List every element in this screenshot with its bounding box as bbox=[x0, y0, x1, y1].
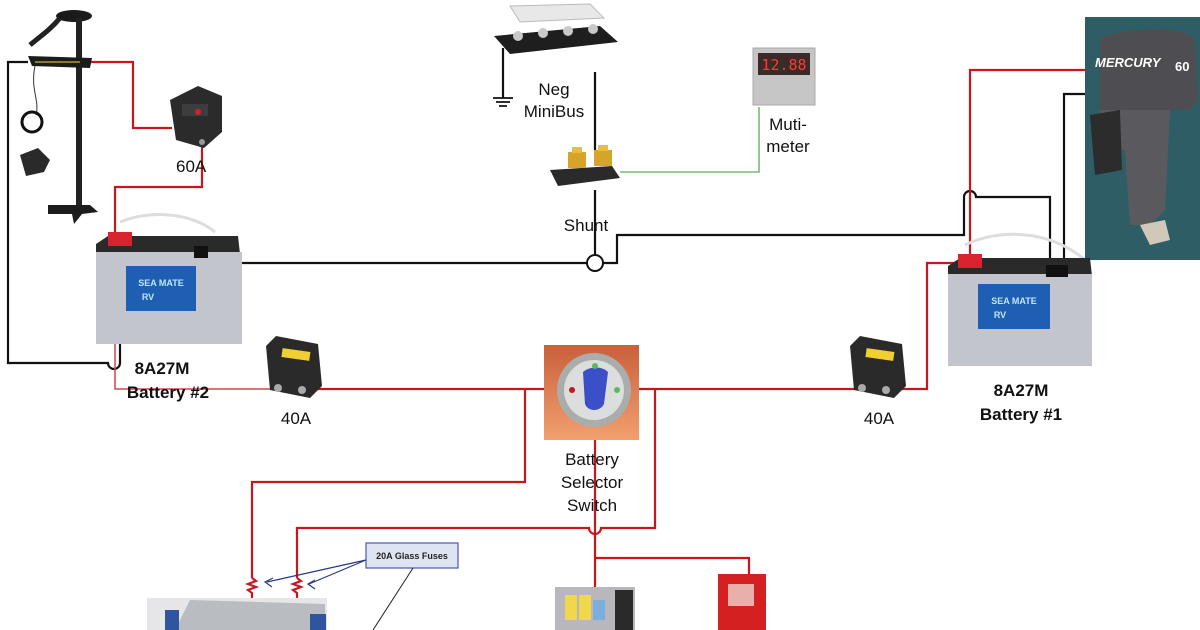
breaker-40a-left-label: 40A bbox=[281, 409, 312, 428]
battery-selector-switch[interactable] bbox=[544, 345, 639, 440]
meter-label-1: Muti- bbox=[769, 115, 807, 134]
meter-display: 12.88 bbox=[761, 56, 806, 74]
wire-trolling-positive bbox=[88, 60, 172, 130]
battery-1-name: Battery #1 bbox=[980, 405, 1062, 424]
battery-2-positive-terminal bbox=[108, 232, 132, 246]
red-breaker bbox=[718, 574, 766, 630]
neg-bus-label-2: MiniBus bbox=[524, 102, 584, 121]
selector-knob-icon[interactable] bbox=[583, 367, 608, 411]
inverter-unit bbox=[147, 598, 327, 630]
wire-shunt-to-meter bbox=[620, 107, 760, 173]
ground-symbol-icon bbox=[493, 97, 513, 107]
battery-1-model: 8A27M bbox=[994, 381, 1049, 400]
battery-2-name: Battery #2 bbox=[127, 383, 209, 402]
breaker-40a-left bbox=[266, 336, 322, 398]
fuse-callout-label: 20A Glass Fuses bbox=[376, 551, 448, 561]
breaker-40a-right-label: 40A bbox=[864, 409, 895, 428]
breaker-40a-right bbox=[850, 336, 906, 398]
outboard-motor: MERCURY 60 bbox=[1085, 17, 1200, 260]
battery-1-positive-terminal bbox=[958, 254, 982, 268]
shunt bbox=[550, 145, 620, 186]
selector-label-2: Selector bbox=[561, 473, 624, 492]
arrow-icon bbox=[263, 577, 274, 588]
breaker-60a bbox=[170, 86, 222, 148]
selector-label-1: Battery bbox=[565, 450, 619, 469]
cable-coil-icon bbox=[20, 110, 44, 134]
trolling-motor bbox=[20, 10, 98, 224]
motor-prop-icon bbox=[48, 205, 98, 224]
neg-minibus bbox=[494, 3, 618, 54]
battery-1: SEA MATE RV bbox=[948, 232, 1092, 366]
wire-to-red-breaker bbox=[595, 556, 751, 575]
wire-outboard-positive bbox=[968, 68, 1085, 260]
junction-node bbox=[586, 254, 604, 272]
wire-branch-fuse1 bbox=[250, 389, 527, 578]
outboard-brand: MERCURY bbox=[1095, 55, 1162, 70]
multimeter: 12.88 bbox=[752, 47, 816, 106]
wire-junction-to-battery1 bbox=[603, 189, 1052, 265]
battery-1-brand: SEA MATE bbox=[991, 296, 1037, 306]
motor-handle-icon bbox=[56, 10, 92, 22]
wire-battery1-to-40a bbox=[888, 261, 960, 391]
motor-shaft bbox=[76, 18, 82, 208]
battery-2-negative-terminal bbox=[194, 246, 208, 258]
neg-bus-label-1: Neg bbox=[538, 80, 569, 99]
arrow-icon bbox=[306, 579, 316, 590]
battery-1-negative-terminal bbox=[1046, 265, 1068, 277]
battery-2: SEA MATE RV bbox=[96, 213, 242, 344]
selector-label-3: Switch bbox=[567, 496, 617, 515]
outboard-hp: 60 bbox=[1175, 59, 1189, 74]
shunt-label: Shunt bbox=[564, 216, 609, 235]
wire-60a-to-battery2 bbox=[113, 145, 204, 235]
battery-1-sub: RV bbox=[994, 310, 1006, 320]
fuse-2-icon bbox=[289, 577, 305, 598]
breaker-60a-label: 60A bbox=[176, 157, 207, 176]
fuse-callout: 20A Glass Fuses bbox=[263, 542, 459, 630]
fuse-1-icon bbox=[244, 577, 260, 598]
fuse-block bbox=[555, 587, 635, 630]
battery-2-model: 8A27M bbox=[135, 359, 190, 378]
battery-2-brand: SEA MATE bbox=[138, 278, 184, 288]
battery-2-sub: RV bbox=[142, 292, 154, 302]
wire-trolling-negative bbox=[6, 60, 195, 371]
wires bbox=[6, 48, 1085, 598]
wire-outboard-negative bbox=[1062, 92, 1085, 265]
foot-pedal-icon bbox=[20, 148, 50, 176]
meter-label-2: meter bbox=[766, 137, 810, 156]
